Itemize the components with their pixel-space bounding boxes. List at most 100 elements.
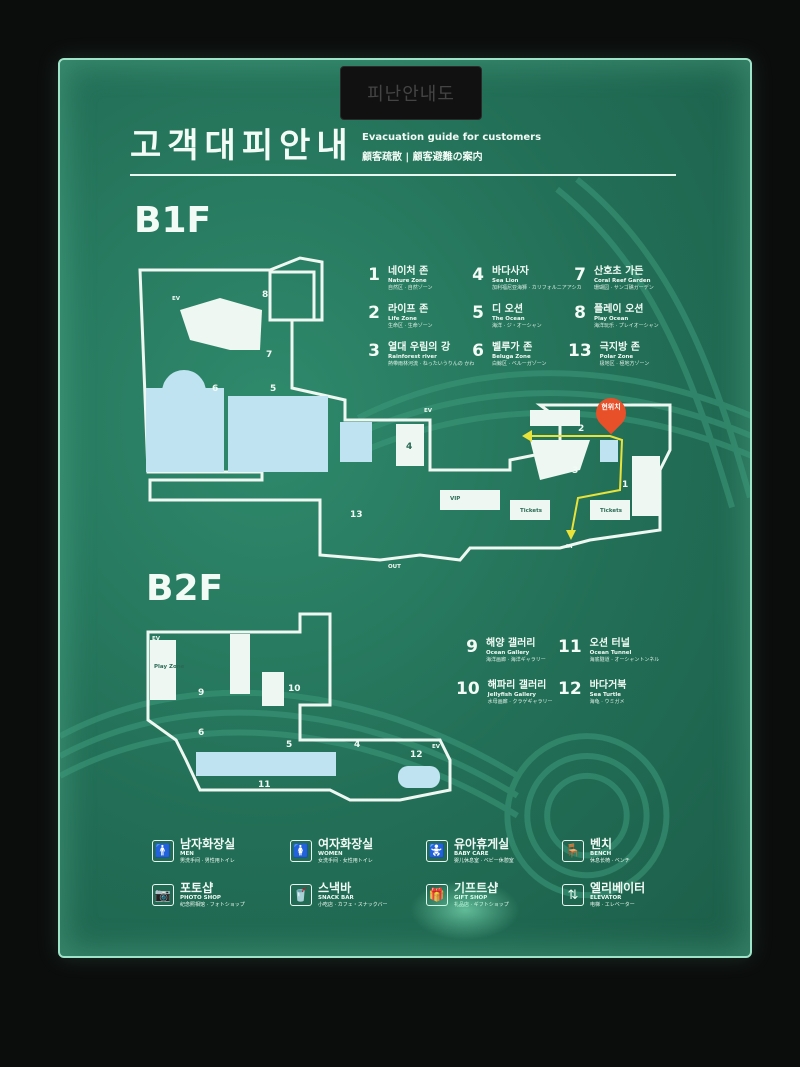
map-tickets-1: Tickets — [520, 508, 543, 514]
polar-tank — [340, 422, 372, 462]
camera-icon: 📷 — [152, 884, 174, 906]
zone-name-en: Life Zone — [388, 316, 417, 322]
zone-name-ko: 플레이 오션 — [594, 304, 644, 315]
zone-name-ko: 산호초 가든 — [594, 266, 644, 277]
zone-number: 4 — [472, 265, 484, 285]
zone-name-jp: 海龟 · ウミガメ — [589, 699, 625, 705]
wave-decoration — [60, 176, 750, 899]
legend-name-jp: 小吃店 · カフェ・スナックバー — [318, 902, 388, 908]
vip-room — [440, 490, 500, 510]
map-marker-4-b2: 4 — [354, 740, 361, 750]
map-marker-7: 7 — [266, 350, 273, 360]
map-marker-4: 4 — [406, 442, 413, 452]
map-marker-6: 6 — [212, 384, 219, 394]
b1-water-tanks — [146, 370, 660, 516]
legend-name-ko: 벤치 — [590, 837, 613, 851]
zone-name-jp: 生命区 · 生命ゾーン — [388, 323, 433, 329]
map-marker-1: 1 — [622, 480, 629, 490]
sea-turtle-tank — [398, 766, 440, 788]
elevator-icon: ⇅ — [562, 884, 584, 906]
map-marker-12: 12 — [410, 750, 423, 760]
legend-name-ko: 엘리베이터 — [590, 881, 646, 895]
legend-name-ko: 스낵바 — [318, 881, 352, 895]
map-marker-13: 13 — [350, 510, 363, 520]
zone-number: 5 — [472, 303, 484, 323]
map-marker-2: 2 — [578, 424, 585, 434]
legend-name-en: MEN — [180, 851, 194, 857]
zone-number: 12 — [558, 679, 582, 699]
legend-name-en: BABY CARE — [454, 851, 489, 857]
zone-number: 2 — [368, 303, 380, 323]
coral-block — [180, 298, 262, 350]
map-marker-10: 10 — [288, 684, 301, 694]
zone-name-en: Jellyfish Gallery — [487, 692, 537, 698]
title-english: Evacuation guide for customers — [362, 132, 542, 143]
rainforest-block — [530, 440, 590, 480]
map-vip: VIP — [450, 496, 461, 502]
zone-number: 8 — [574, 303, 586, 323]
zone-name-ko: 해양 갤러리 — [486, 638, 536, 649]
zone-name-jp: 珊瑚园 · サンゴ礁ガーデン — [594, 285, 654, 291]
ticket-booth-2 — [590, 500, 630, 520]
legend-name-jp: 电梯 · エレベーター — [590, 902, 635, 908]
map-marker-8: 8 — [262, 290, 269, 300]
map-marker-3: 3 — [572, 466, 579, 476]
life-zone-block — [530, 410, 580, 426]
legend-name-en: BENCH — [590, 851, 612, 857]
b1-inner-shapes — [180, 270, 630, 520]
zone-name-jp: 自然区 · 自然ゾーン — [388, 285, 433, 291]
male-icon: 🚹 — [152, 840, 174, 862]
b2-water-tanks — [150, 634, 440, 788]
zone-name-en: Play Ocean — [594, 316, 629, 322]
legend-name-jp: 纪念照相馆 · フォトショップ — [180, 902, 245, 908]
legend-name-jp: 男洗手间 · 男性用トイレ — [180, 858, 235, 864]
zone-number: 1 — [368, 265, 380, 285]
ocean-tank — [228, 396, 328, 472]
map-marker-5-b2: 5 — [286, 740, 293, 750]
floor-label-b1: B1F — [134, 200, 212, 241]
legend-name-en: SNACK BAR — [318, 895, 354, 901]
zone-name-en: Nature Zone — [388, 278, 427, 284]
map-marker-6-b2: 6 — [198, 728, 205, 738]
ocean-tunnel-tank — [196, 752, 336, 776]
nature-tank — [600, 440, 618, 462]
zone-name-jp: 水母画廊 · クラゲギャラリー — [487, 699, 553, 705]
map-in-label: IN — [566, 544, 573, 550]
map-ev-b2-east: EV — [432, 744, 441, 750]
zone-name-en: Polar Zone — [599, 354, 634, 360]
zone-name-en: Beluga Zone — [492, 354, 531, 360]
zone-number: 11 — [558, 637, 582, 657]
title-divider — [130, 174, 676, 176]
zone-name-en: Sea Lion — [492, 278, 519, 284]
legend-name-jp: 婴儿休息室 · ベビー休憩室 — [454, 858, 514, 864]
zone-name-ko: 디 오션 — [492, 304, 524, 315]
zone-name-ko: 오션 터널 — [589, 638, 630, 649]
title-japanese: 顧客疏散 | 顧客避難の案内 — [362, 152, 483, 163]
zone-number: 7 — [574, 265, 586, 285]
route-arrow-left — [522, 430, 532, 442]
legend-name-en: PHOTO SHOP — [180, 895, 221, 901]
legend-name-jp: 休息长椅 · ベンチ — [590, 858, 630, 864]
zone-name-ko: 바다사자 — [492, 266, 529, 277]
zone-name-ko: 라이프 존 — [388, 304, 429, 315]
map-ev-b1: EV — [172, 296, 181, 302]
zone-name-en: Coral Reef Garden — [594, 278, 651, 284]
map-marker-11: 11 — [258, 780, 271, 790]
sealion-area — [396, 424, 424, 466]
zone-name-ko: 해파리 갤러리 — [487, 680, 547, 691]
zone-name-jp: 白鲸区 · ベルーガゾーン — [492, 361, 547, 367]
map-tickets-2: Tickets — [600, 508, 623, 514]
zone-name-jp: 海洋画廊 · 海洋ギャラリー — [486, 657, 546, 663]
route-arrow-down — [566, 530, 576, 540]
